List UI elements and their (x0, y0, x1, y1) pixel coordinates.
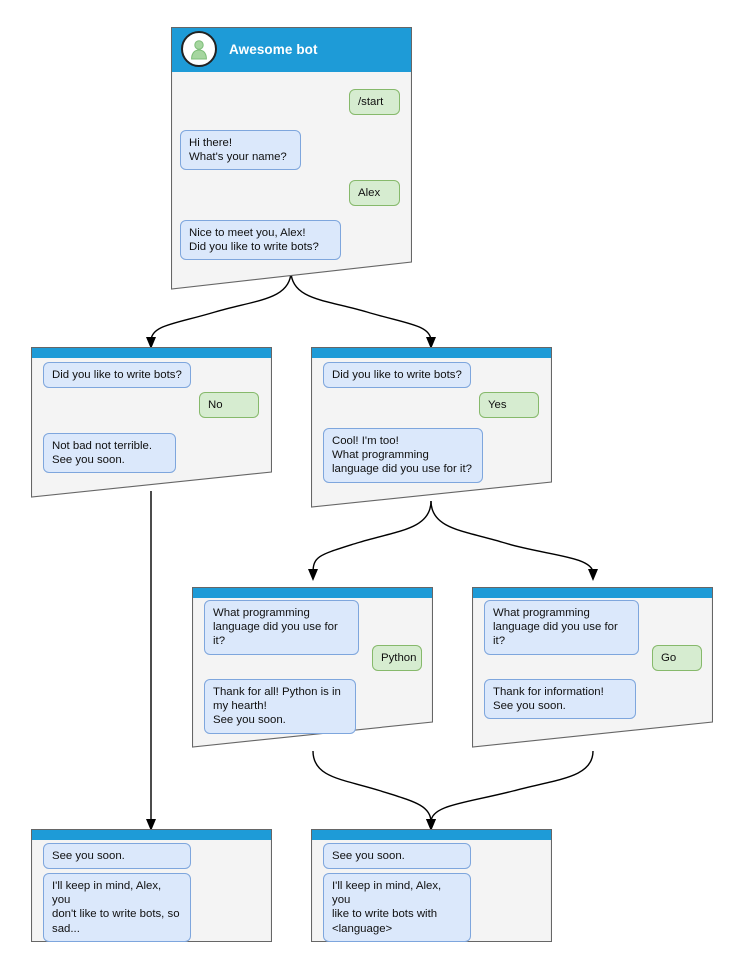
message-bubble-bot: I'll keep in mind, Alex, you like to wri… (323, 873, 471, 942)
message-bubble-user: No (199, 392, 259, 419)
bot-title: Awesome bot (229, 41, 318, 57)
message-bubble-bot: What programming language did you use fo… (484, 600, 639, 655)
edge-yes-to-python (308, 500, 432, 581)
message-bubble-bot: Thank for all! Python is in my hearth! S… (204, 679, 356, 734)
message-bubble-bot: Not bad not terrible. See you soon. (43, 433, 176, 474)
card-did-you-like-yes[interactable]: Did you like to write bots? Yes Cool! I'… (311, 347, 552, 509)
message-bubble-user: /start (349, 89, 400, 116)
message-bubble-bot: Nice to meet you, Alex! Did you like to … (180, 220, 341, 261)
card-awesome-bot[interactable]: Awesome bot /start Hi there! What's your… (171, 27, 412, 291)
message-bubble-bot: See you soon. (323, 843, 471, 870)
message-bubble-user: Go (652, 645, 702, 672)
message-bubble-user: Python (372, 645, 422, 672)
message-bubble-bot: Hi there! What's your name? (180, 130, 301, 171)
message-bubble-bot: Cool! I'm too! What programming language… (323, 428, 483, 483)
card-did-you-like-no[interactable]: Did you like to write bots? No Not bad n… (31, 347, 272, 499)
avatar (181, 31, 217, 67)
card-end-likes-bots[interactable]: See you soon. I'll keep in mind, Alex, y… (311, 829, 552, 942)
message-bubble-bot: Thank for information! See you soon. (484, 679, 636, 720)
message-bubble-bot: I'll keep in mind, Alex, you don't like … (43, 873, 191, 942)
message-bubble-user: Yes (479, 392, 539, 419)
edge-yes-to-go (430, 500, 598, 581)
message-bubble-bot: What programming language did you use fo… (204, 600, 359, 655)
edge-go-to-end (426, 750, 594, 831)
edge-no-to-end-sad (146, 491, 156, 831)
person-icon (191, 40, 207, 60)
message-bubble-bot: Did you like to write bots? (43, 362, 191, 389)
edge-python-to-end (312, 750, 436, 831)
card-language-python[interactable]: What programming language did you use fo… (192, 587, 433, 749)
message-bubble-user: Alex (349, 180, 400, 207)
card-language-go[interactable]: What programming language did you use fo… (472, 587, 713, 749)
card-end-no-bots[interactable]: See you soon. I'll keep in mind, Alex, y… (31, 829, 272, 942)
card-header: Awesome bot (171, 27, 412, 71)
message-bubble-bot: Did you like to write bots? (323, 362, 471, 389)
message-bubble-bot: See you soon. (43, 843, 191, 870)
